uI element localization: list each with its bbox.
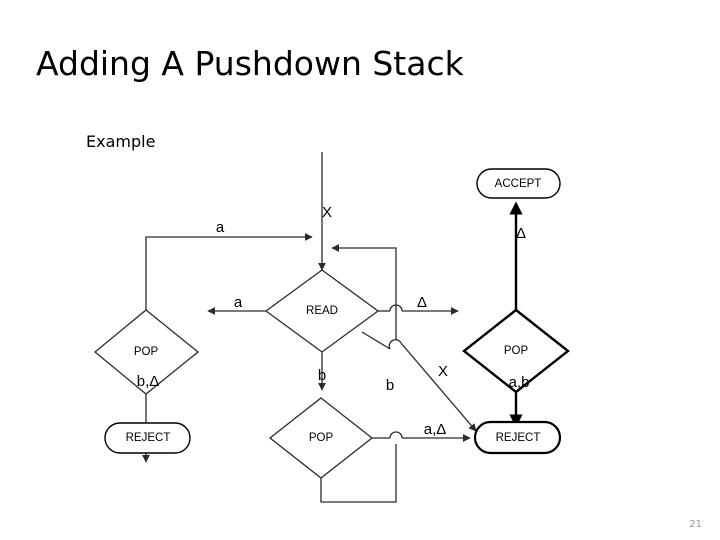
edge-label-popleft-in-a: a xyxy=(216,219,225,236)
node-reject-right xyxy=(473,420,562,455)
page-title: Adding A Pushdown Stack xyxy=(36,44,464,83)
node-label-pop-left: POP xyxy=(134,346,159,358)
node-label-pop-bottom: POP xyxy=(309,432,334,444)
flowchart-diagram: POP READ POP POP ACCEPT REJECT REJECT X … xyxy=(60,150,660,520)
body-text: Example xyxy=(86,132,156,151)
edge-label-read-popright-delta: Δ xyxy=(417,294,427,311)
page-number: 21 xyxy=(689,519,702,530)
node-accept xyxy=(476,168,561,199)
node-label-reject-left: REJECT xyxy=(126,432,171,444)
edge-popbottom-loop xyxy=(320,450,397,503)
node-label-read: READ xyxy=(306,305,338,317)
edge-hop-3 xyxy=(389,431,403,439)
edge-label-read-popbottom-b: b xyxy=(318,367,326,384)
node-label-accept: ACCEPT xyxy=(495,178,542,190)
edge-read-to-rejectright-a xyxy=(361,331,391,350)
node-reject-left xyxy=(104,422,191,454)
edge-label-read-to-popleft-a: a xyxy=(234,294,243,311)
edge-label-read-reject-x: X xyxy=(438,363,448,380)
edge-label-popright-reject-ab: a,b xyxy=(509,374,530,391)
edge-popleft-to-read xyxy=(145,233,313,310)
edge-read-to-rejectright-b xyxy=(400,342,477,432)
edge-label-popbottom-reject-adelta: a,Δ xyxy=(424,421,447,438)
edge-return-to-read xyxy=(331,244,397,340)
edge-label-return-b: b xyxy=(386,377,394,394)
flowchart-svg: POP READ POP POP ACCEPT REJECT REJECT X … xyxy=(93,152,570,503)
edge-hop-2 xyxy=(388,339,402,350)
edge-hop-1 xyxy=(389,304,403,312)
node-label-pop-right: POP xyxy=(504,345,529,357)
edge-label-popleft-reject: b,Δ xyxy=(137,373,160,390)
edge-label-popright-accept-delta: Δ xyxy=(516,225,526,242)
edge-label-start-x: X xyxy=(322,204,332,221)
node-label-reject-right: REJECT xyxy=(496,432,541,444)
